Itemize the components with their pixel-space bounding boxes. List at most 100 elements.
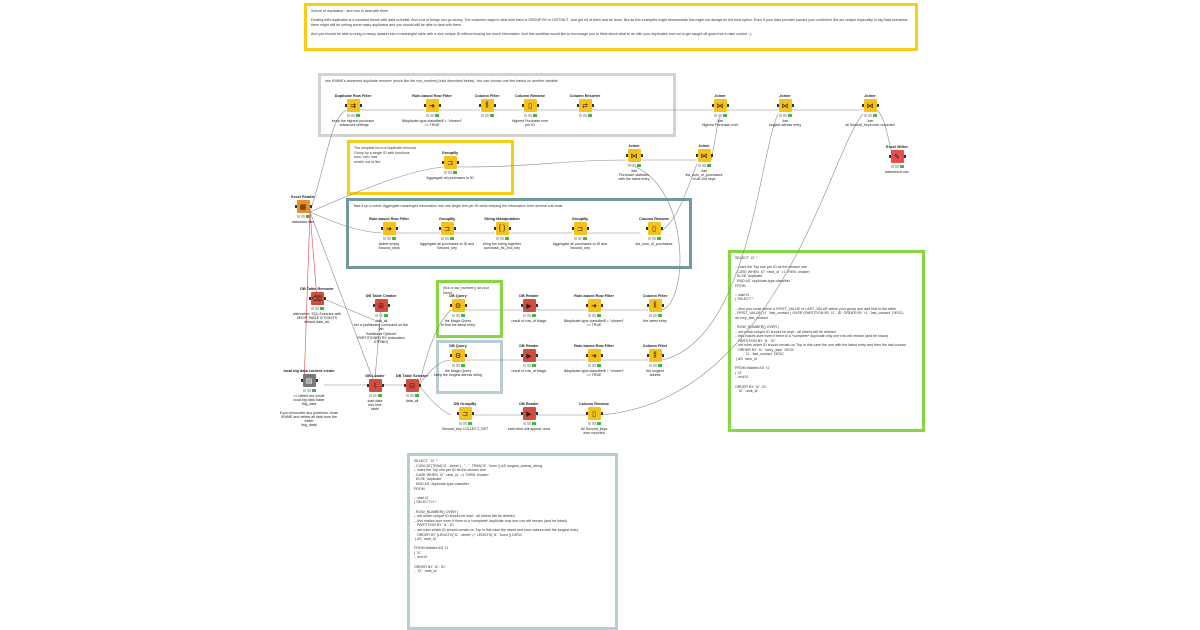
joiner-icon: ⋈ — [711, 99, 729, 112]
node-description: list_sum_of_purchases — [635, 242, 673, 246]
node-description: result of row_id Magic — [511, 319, 547, 323]
node-status — [523, 114, 537, 117]
node-title: Duplicate Row Filter — [334, 93, 372, 98]
node-title: Rule-based Row Filter — [412, 93, 452, 98]
node-joiner-purchase-statistics[interactable]: Joiner ⋈ Join Purchase statistics with t… — [604, 139, 664, 182]
node-string-manipulation[interactable]: String Manipulation { } bring the string… — [472, 212, 532, 251]
node-description: data/result.xlsx — [885, 170, 909, 174]
node-description: data/data.xlsx — [291, 220, 315, 224]
node-status — [405, 394, 419, 397]
node-description: Join longest adress entry — [768, 119, 802, 128]
node-title: local big data context create — [283, 368, 335, 373]
groupby-icon: ⊐ — [441, 156, 459, 169]
node-rule-based-row-filter-longest[interactable]: Rule-based Row Filter ➜ $duplicate-type-… — [564, 339, 624, 378]
database-icon: ⇩ — [366, 379, 384, 392]
node-rule-based-row-filter-empty-keys[interactable]: Rule-based Row Filter ➜ delete empty Sec… — [359, 212, 419, 251]
string-icon: { } — [493, 222, 511, 235]
node-title: Rule-based Row Filter — [574, 343, 614, 348]
node-status — [778, 114, 792, 117]
node-description: $duplicate-type-classifier$ = "chosen" =… — [402, 119, 462, 128]
node-column-rename[interactable]: Column Rename ▯ Highest Purchase ever pe… — [500, 89, 560, 128]
node-status — [648, 364, 662, 367]
node-excel-writer[interactable]: Excel Writer ✎ data/result.xlsx — [867, 140, 927, 174]
node-description: load data into hive table — [367, 399, 383, 412]
node-status — [296, 215, 310, 218]
node-title: DB Reader — [519, 401, 539, 406]
node-local-big-data-context[interactable]: local big data context create ▤ << delet… — [279, 364, 339, 428]
node-status — [587, 364, 601, 367]
node-joiner-longest-adress[interactable]: Joiner ⋈ Join longest adress entry — [755, 89, 815, 128]
node-rule-based-row-filter-latest[interactable]: Rule-based Row Filter ➜ $duplicate-type-… — [564, 289, 624, 328]
node-status — [573, 237, 587, 240]
node-joiner-second-keys[interactable]: Joiner ⋈ Join all Second_keys ever recor… — [840, 89, 900, 128]
node-db-query-latest[interactable]: DB Query ⚙ the Magic Query to find the l… — [428, 289, 488, 328]
node-db-loader[interactable]: DB Loader ⇩ load data into hive table — [345, 369, 405, 412]
node-db-reader-second-keys[interactable]: DB Reader ▶ each item will appear once — [499, 397, 559, 431]
filter-icon: ⇉ — [344, 99, 362, 112]
node-status — [440, 237, 454, 240]
node-title: Joiner — [628, 143, 640, 148]
node-title: Rule-based Row Filter — [574, 293, 614, 298]
node-excel-reader[interactable]: Excel Reader ▦ data/data.xlsx — [273, 190, 333, 224]
node-title: GroupBy — [571, 216, 589, 221]
node-description: the longest adress — [646, 369, 664, 378]
column-filter-icon: ⫼ — [478, 99, 496, 112]
node-description: bring the string together purchase_its_2… — [483, 242, 521, 251]
node-title: Column Rename — [515, 93, 545, 98]
database-icon: ▶ — [520, 407, 538, 420]
node-db-query-longest[interactable]: DB Query ⚙ the Magic Query keep the long… — [428, 339, 488, 378]
rename-icon: ▯ — [645, 222, 663, 235]
node-status — [458, 422, 472, 425]
node-column-filter[interactable]: Column Filter ⫼ — [457, 89, 517, 119]
node-status — [522, 422, 536, 425]
database-icon: ▶ — [520, 299, 538, 312]
annotation-text: (tick a row_number() ad your friend — [443, 286, 489, 295]
rename-icon: ▯ — [585, 407, 603, 420]
groupby-icon: ⊐ — [571, 222, 589, 235]
node-title: Rule-based Row Filter — [369, 216, 409, 221]
node-joiner-highest-purchase[interactable]: Joiner ⋈ Join Highest Purchase ever — [690, 89, 750, 128]
filter-icon: ➜ — [585, 349, 603, 362]
node-column-resorter[interactable]: Column Resorter ⇄ — [555, 89, 615, 119]
node-duplicate-row-filter[interactable]: Duplicate Row Filter ⇉ keep the highest … — [323, 89, 383, 128]
column-filter-icon: ⫼ — [646, 299, 664, 312]
node-status — [451, 364, 465, 367]
database-icon: ⚙ — [449, 349, 467, 362]
node-db-table-selector[interactable]: DB Table Selector ⊟ data_all — [382, 369, 442, 403]
node-db-reader-latest[interactable]: DB Reader ▶ result of row_id Magic — [499, 289, 559, 323]
node-title: String Manipulation — [484, 216, 520, 221]
node-title: Joiner — [714, 93, 726, 98]
node-groupby-id-second-key[interactable]: GroupBy ⊐ Aggregate all purchases to ID … — [417, 212, 477, 251]
node-joiner-sum-of-purchases[interactable]: Joiner ⋈ Join list_sum_of_purchases of a… — [674, 139, 734, 182]
node-db-reader-longest[interactable]: DB Reader ▶ result of row_id Magic — [499, 339, 559, 373]
node-db-table-creator[interactable]: DB Table Creator ⊞ data_all set a partit… — [351, 289, 411, 344]
node-status — [522, 364, 536, 367]
node-title: Column Filter — [474, 93, 500, 98]
annotation-text: School of duplicates - and how to deal w… — [311, 9, 908, 36]
node-title: DB Query — [449, 343, 467, 348]
annotation-sql-longest-adress: SELECT `t2`.* , CONCAT(TRIM(`t2`.`street… — [407, 453, 618, 630]
node-status — [713, 114, 727, 117]
node-status — [495, 237, 509, 240]
node-column-filter-latest[interactable]: Column Filter ⫼ the latest entry — [625, 289, 685, 323]
node-description: result of row_id Magic — [511, 369, 547, 373]
node-status — [890, 165, 904, 168]
node-db-groupby[interactable]: DB GroupBy ⊐ Second_key COLLECT_SET — [435, 397, 495, 431]
node-column-rename-second-keys[interactable]: Column Rename ▯ All Second_keys ever rep… — [564, 397, 624, 436]
node-description: All Second_keys ever reported — [580, 427, 608, 436]
groupby-icon: ⊐ — [456, 407, 474, 420]
annotation-longest-adress — [436, 340, 503, 394]
node-rule-based-row-filter[interactable]: Rule-based Row Filter ➜ $duplicate-type-… — [402, 89, 462, 128]
node-column-rename-sum[interactable]: Column Rename ▯ list_sum_of_purchases — [624, 212, 684, 246]
node-description: data_all — [405, 399, 419, 403]
node-groupby-purchases[interactable]: GroupBy ⊐ Aggregate all purchases to ID — [420, 146, 480, 180]
rename-icon: ▯ — [521, 99, 539, 112]
node-description: Highest Purchase ever per ID — [511, 119, 549, 128]
node-groupby-second-aggregation[interactable]: GroupBy ⊐ Aggregate all purchases to ID … — [550, 212, 610, 251]
joiner-icon: ⋈ — [695, 149, 713, 162]
node-status — [648, 314, 662, 317]
node-description: data_all set a partitioning command on t… — [353, 319, 409, 345]
node-db-table-remover[interactable]: DB Table Remover ⌫ alternative: SQL Exec… — [287, 282, 347, 325]
node-column-filter-longest[interactable]: Column Filter ⫼ the longest adress — [625, 339, 685, 378]
filter-icon: ➜ — [585, 299, 603, 312]
